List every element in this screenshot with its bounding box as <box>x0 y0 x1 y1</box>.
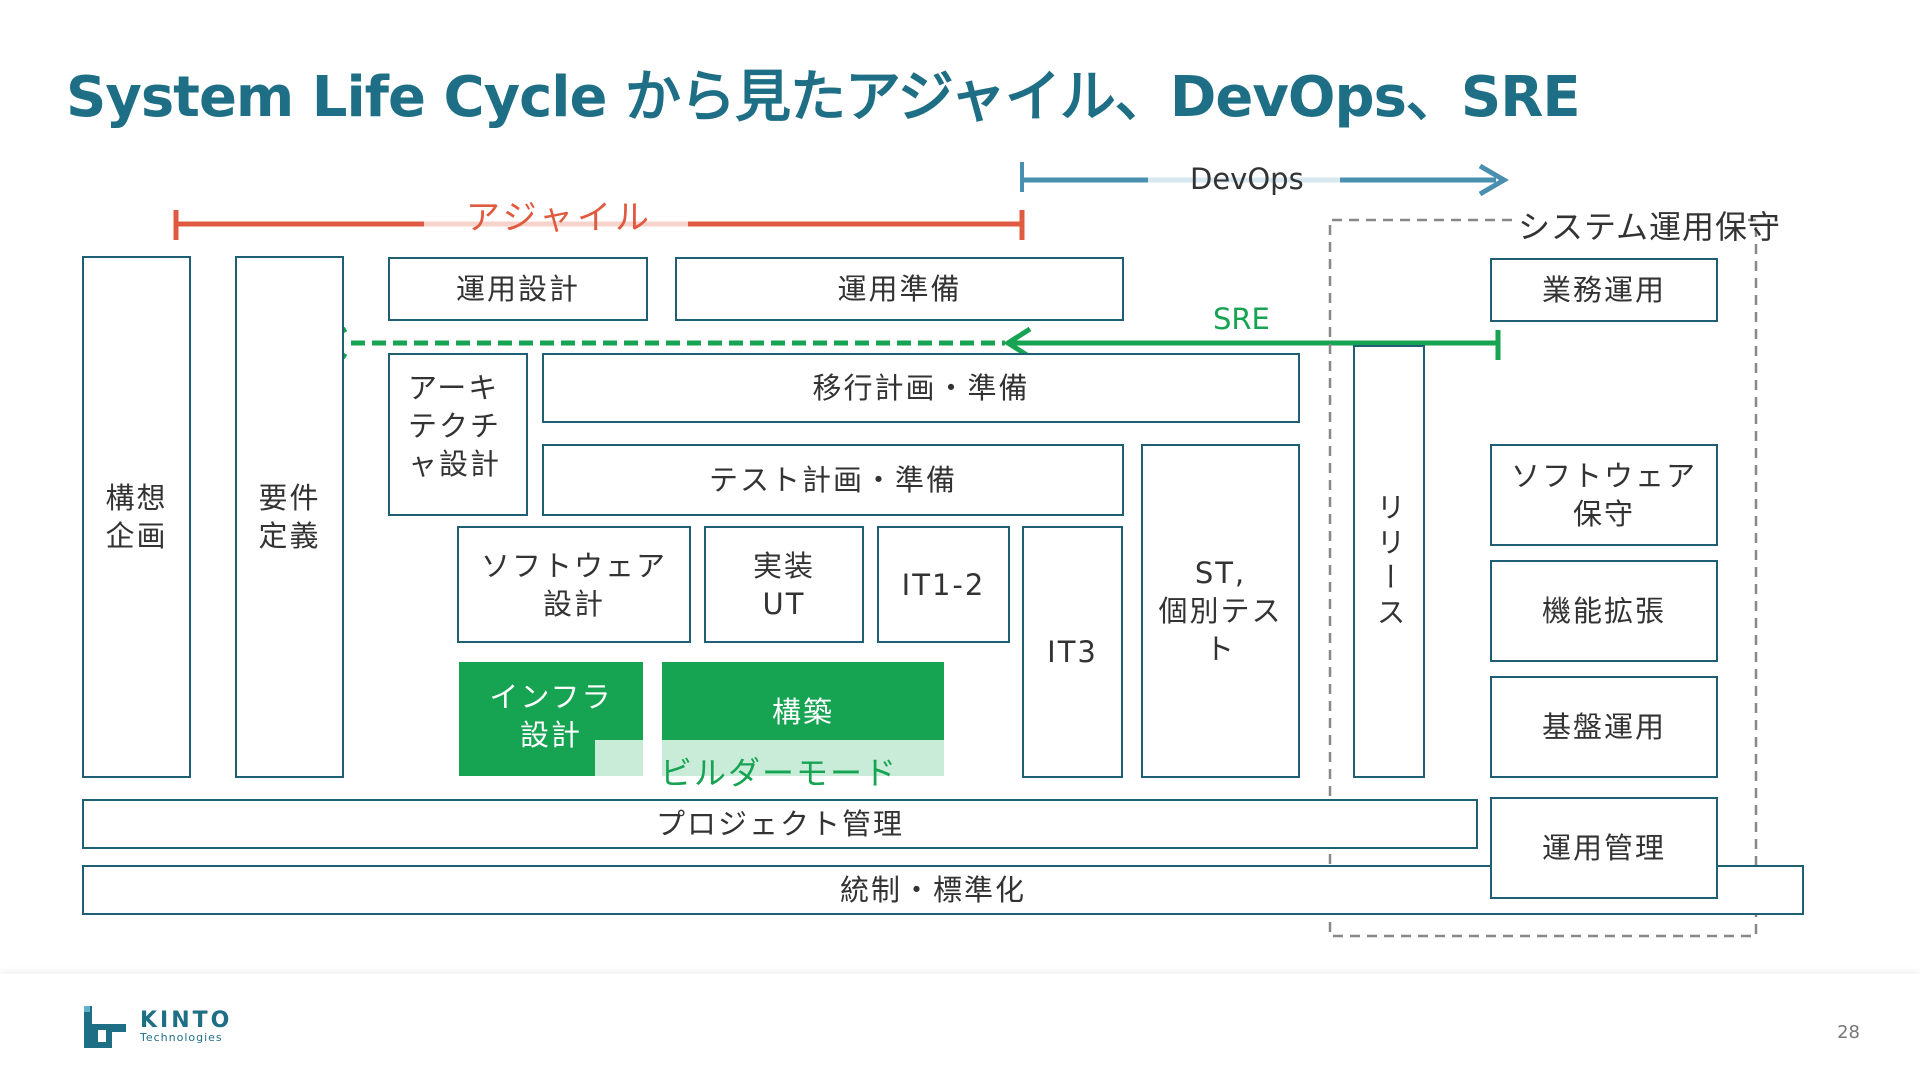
box-architecture-sekkei: アーキ テクチ ャ設計 <box>388 353 528 516</box>
box-jissou-ut: 実装 UT <box>704 526 864 643</box>
logo-name: KINTO <box>140 1008 233 1033</box>
agile-label: アジャイル <box>466 198 653 238</box>
builder-mode-label: ビルダーモード <box>660 754 899 792</box>
ops-maintenance-label: システム運用保守 <box>1518 208 1782 246</box>
box-ikou-keikaku: 移行計画・準備 <box>542 353 1300 423</box>
box-unyou-kanri: 運用管理 <box>1490 797 1718 899</box>
box-project-kanri: プロジェクト管理 <box>82 799 1478 849</box>
box-youken-teigi: 要件 定義 <box>235 256 344 778</box>
builder-mode-band-infra <box>595 740 643 776</box>
box-kousou-kikaku: 構想 企画 <box>82 256 191 778</box>
sre-label: SRE <box>1213 302 1270 336</box>
slide-title: System Life Cycle から見たアジャイル、DevOps、SRE <box>66 65 1581 130</box>
box-software-hoshu: ソフトウェア 保守 <box>1490 444 1718 546</box>
box-unyou-sekkei: 運用設計 <box>388 257 648 321</box>
devops-arrow <box>1020 162 1509 197</box>
box-kinou-kakuchou: 機能拡張 <box>1490 560 1718 662</box>
kinto-logo-text: KINTO Technologies <box>140 1008 232 1044</box>
footer <box>0 974 1920 1080</box>
box-it3: IT3 <box>1022 526 1123 778</box>
kinto-logo-icon <box>84 1006 126 1048</box>
box-st-kobetsu-test: ST, 個別テス ト <box>1141 444 1300 778</box>
builder-mode-band-build <box>662 740 944 776</box>
logo-sub: Technologies <box>140 1031 223 1044</box>
devops-label: DevOps <box>1190 162 1304 196</box>
box-software-sekkei: ソフトウェア 設計 <box>457 526 691 643</box>
box-test-keikaku: テスト計画・準備 <box>542 444 1124 516</box>
box-kiban-unyou: 基盤運用 <box>1490 676 1718 778</box>
box-release: リリース <box>1353 345 1425 778</box>
page-number: 28 <box>1837 1022 1860 1043</box>
box-gyoumu-unyou: 業務運用 <box>1490 258 1718 322</box>
box-unyou-junbi: 運用準備 <box>675 257 1124 321</box>
box-it1-2: IT1-2 <box>877 526 1010 643</box>
ops-maintenance-dashed-box <box>1328 218 1758 938</box>
agile-range-line <box>173 210 1025 240</box>
